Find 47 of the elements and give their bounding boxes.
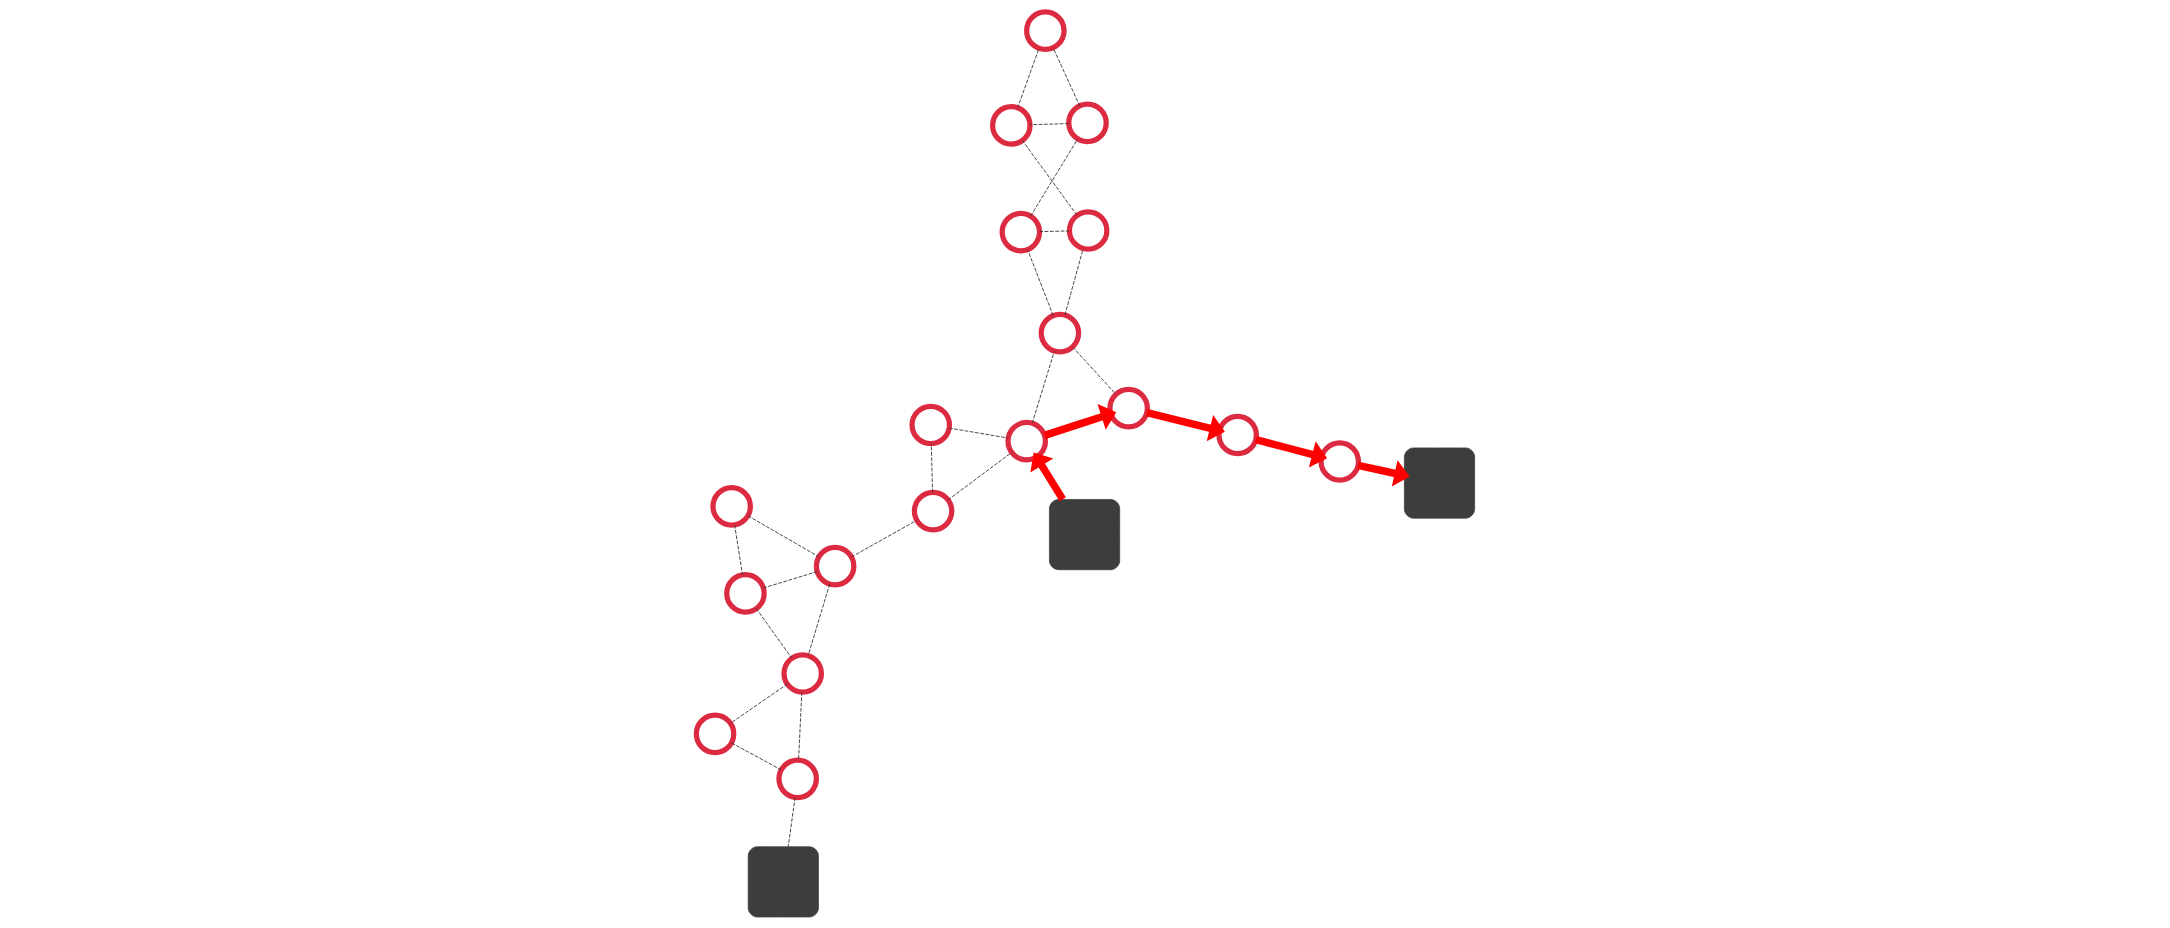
- connector: [1063, 247, 1084, 315]
- node-circle: [709, 484, 753, 528]
- node-circle: [1023, 8, 1067, 52]
- node-circle: [780, 651, 824, 695]
- connector: [1029, 138, 1078, 216]
- connector: [797, 691, 802, 761]
- arrow: [1254, 435, 1327, 467]
- node-computer: [1048, 498, 1120, 570]
- connector: [1038, 229, 1070, 232]
- node-computer: [1403, 447, 1475, 519]
- connector: [787, 796, 796, 847]
- node-computer: [747, 845, 819, 917]
- connector: [755, 607, 792, 658]
- node-circle: [999, 210, 1042, 253]
- node-circle: [1215, 413, 1259, 456]
- node-circle: [1004, 419, 1048, 462]
- connector: [930, 442, 933, 493]
- node-circle: [1038, 311, 1081, 354]
- node-circle: [1106, 386, 1150, 429]
- node-circle: [989, 103, 1033, 147]
- arrow: [1145, 408, 1225, 441]
- connector: [730, 741, 782, 770]
- connector: [948, 427, 1009, 438]
- arrow: [1029, 451, 1066, 501]
- node-circle: [813, 544, 856, 587]
- connector: [1029, 122, 1069, 125]
- connector: [747, 514, 819, 557]
- connector: [1071, 346, 1116, 395]
- connector: [729, 683, 788, 724]
- node-circle: [693, 712, 736, 755]
- node-circle: [1066, 208, 1109, 252]
- node-circle: [908, 403, 952, 446]
- arrow: [1356, 459, 1410, 486]
- connector: [1016, 47, 1039, 108]
- connector: [1021, 139, 1077, 216]
- node-circle: [775, 757, 819, 800]
- connector: [733, 524, 743, 575]
- node-circle: [1065, 101, 1109, 144]
- node-circle: [723, 571, 767, 615]
- connector: [947, 451, 1012, 500]
- connector: [807, 583, 830, 656]
- node-circle: [911, 489, 954, 532]
- node-circle: [1317, 439, 1361, 483]
- connector: [762, 570, 818, 588]
- connector: [1031, 350, 1055, 424]
- connector: [850, 519, 917, 557]
- arrow: [1043, 403, 1116, 439]
